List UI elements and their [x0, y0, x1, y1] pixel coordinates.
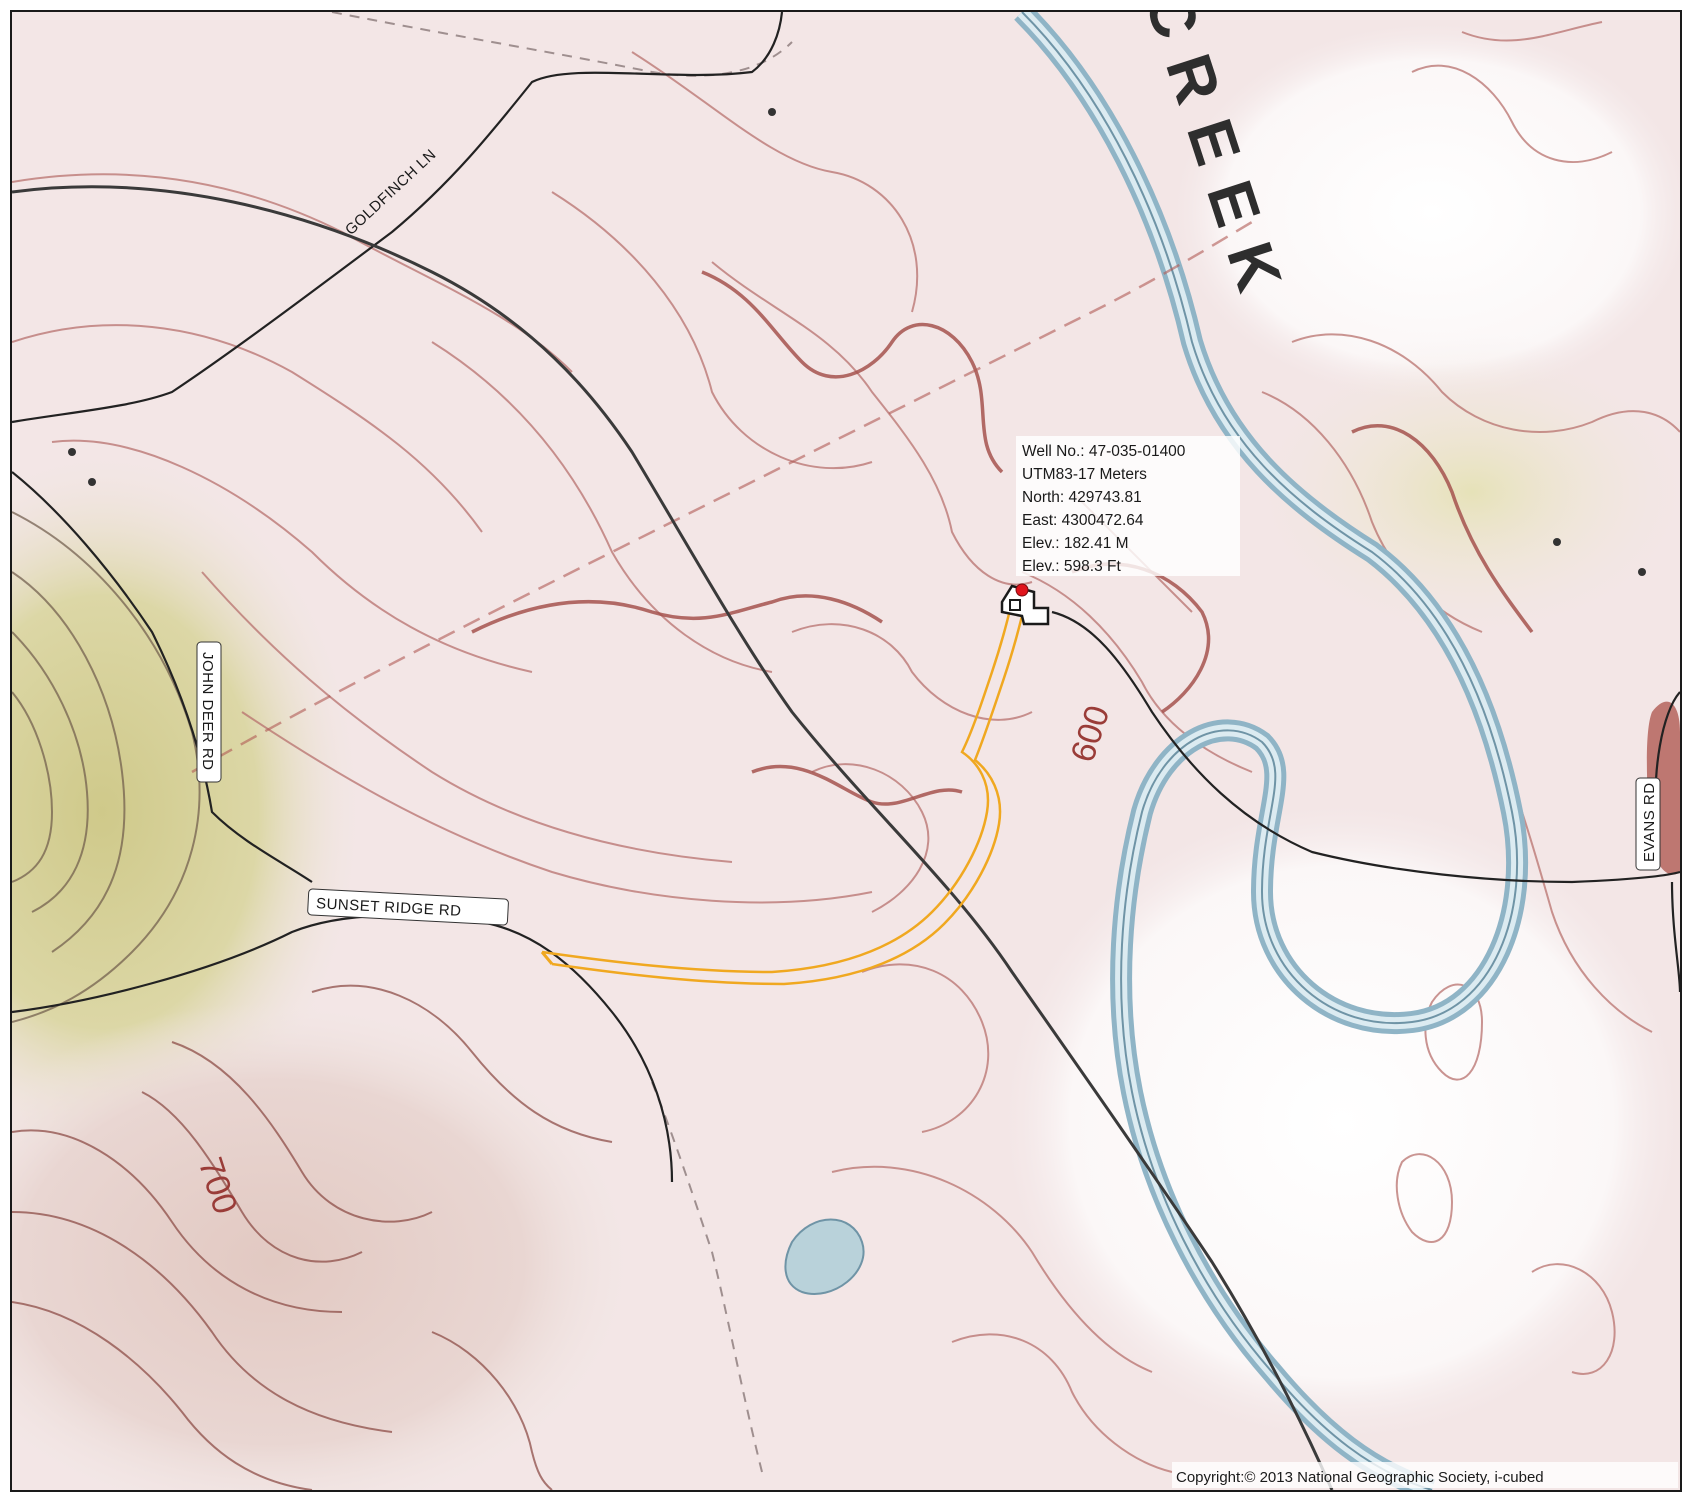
- label-john-deer-rd-text: JOHN DEER RD: [199, 652, 216, 771]
- well-east: East: 4300472.64: [1022, 512, 1144, 529]
- terrain-ridge-east: [1232, 332, 1680, 652]
- highway: [12, 185, 1334, 1490]
- access-road: [541, 601, 1026, 986]
- well-number: Well No.: 47-035-01400: [1022, 443, 1186, 460]
- well-elevation-ft: Elev.: 598.3 Ft: [1022, 558, 1121, 575]
- label-evans-rd: EVANS RD: [1635, 777, 1661, 871]
- road-goldfinch-ln: [12, 12, 784, 424]
- label-evans-rd-text: EVANS RD: [1641, 782, 1658, 862]
- power-line: [191, 220, 1253, 774]
- terrain-floodplain: [1002, 802, 1680, 1442]
- label-sunset-ridge-rd: SUNSET RIDGE RD: [307, 888, 509, 926]
- map-canvas: GOLDFINCH LN JOHN DEER RD SUNSET RIDGE R…: [12, 12, 1680, 1490]
- well-location-icon[interactable]: [1015, 583, 1029, 597]
- road-evans-rd: [1051, 610, 1680, 884]
- well-elevation-m: Elev.: 182.41 M: [1022, 535, 1129, 552]
- road-evans-rd-south: [1670, 881, 1680, 993]
- contour-rings-west: [12, 511, 201, 1023]
- well-utm-zone: UTM83-17 Meters: [1022, 466, 1147, 483]
- creek-channel: [1014, 12, 1529, 1490]
- pond: [784, 1218, 865, 1295]
- map-symbols: [68, 108, 1646, 576]
- access-road-end: [540, 951, 554, 965]
- well-pad-icon[interactable]: [1000, 583, 1050, 626]
- terrain-hill-southwest: [12, 1002, 632, 1490]
- terrain-floodplain-north: [1172, 22, 1680, 402]
- topographic-map[interactable]: GOLDFINCH LN JOHN DEER RD SUNSET RIDGE R…: [10, 10, 1682, 1492]
- copyright-background: [1172, 1462, 1678, 1488]
- well-info-callout: Well No.: 47-035-01400 UTM83-17 Meters N…: [1016, 436, 1240, 576]
- contour-rings-southwest: [12, 984, 613, 1490]
- copyright-text: Copyright:© 2013 National Geographic Soc…: [1176, 1469, 1544, 1486]
- label-john-deer-rd: JOHN DEER RD: [196, 641, 222, 783]
- road-john-deer-rd: [12, 471, 313, 883]
- trails: [331, 12, 793, 1473]
- terrain-hill-west: [12, 452, 362, 1172]
- well-north: North: 429743.81: [1022, 489, 1142, 506]
